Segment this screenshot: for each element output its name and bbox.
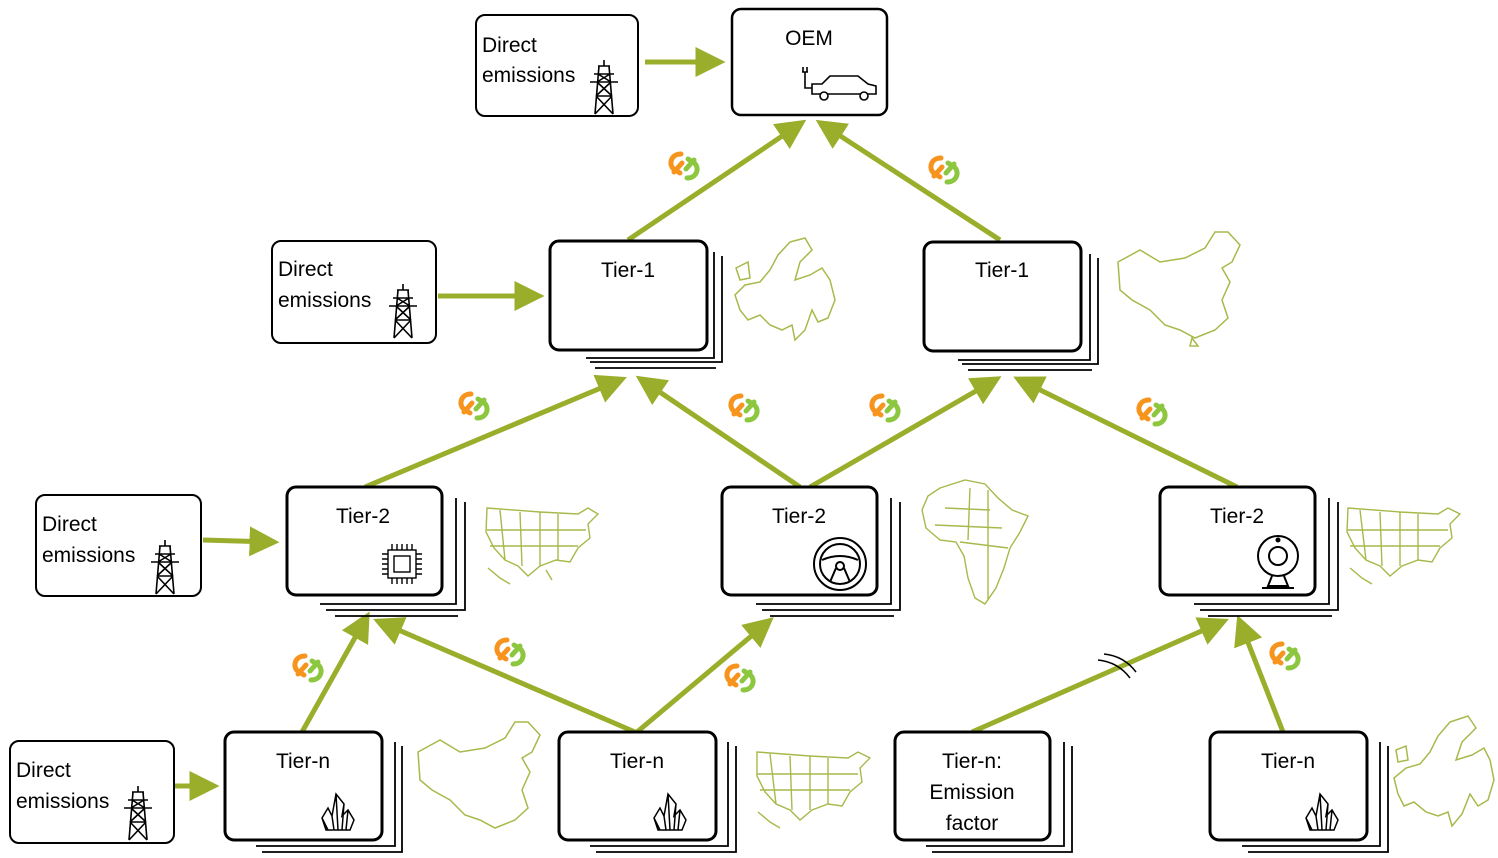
- arrow-tiern-us-to-tier2-us: [373, 617, 636, 735]
- node-label: Tier-1: [601, 259, 655, 282]
- direct-emissions-line2: emissions: [42, 544, 135, 567]
- node-label: Tier-2: [772, 505, 826, 528]
- data-link-icon: [671, 154, 697, 178]
- arrow-tier2-af-to-tier1-cn: [808, 376, 1002, 490]
- data-link-icon: [931, 158, 957, 182]
- node-tiern-eu: Tier-n: [1208, 715, 1495, 853]
- arrow-tier2-af-to-tier1-eu: [635, 375, 802, 490]
- node-tiern-us: Tier-n: [557, 730, 872, 853]
- electric-car-icon: [802, 67, 877, 101]
- node-label: Tier-n: [1261, 750, 1315, 773]
- node-tier1-eu: Tier-1: [548, 237, 836, 369]
- node-tiern-cn: Tier-n: [223, 721, 541, 853]
- node-tier2-us-a: Tier-2: [285, 485, 600, 617]
- steering-wheel-icon: [813, 537, 867, 591]
- break-mark: [1097, 653, 1137, 679]
- direct-emissions-oem: Direct emissions: [475, 14, 639, 117]
- direct-emissions-line1: Direct: [16, 759, 71, 782]
- node-label: Tier-1: [975, 259, 1029, 282]
- arrow-tier2-us-to-tier1-eu: [364, 374, 627, 490]
- data-link-icon: [1139, 400, 1165, 424]
- data-link-icon: [727, 666, 753, 690]
- node-label-line1: Tier-n:: [942, 750, 1002, 773]
- data-link-icon: [461, 394, 487, 418]
- arrows: [175, 47, 1286, 801]
- data-link-icon: [872, 396, 898, 420]
- arrow-tier2-us-b-to-tier1-cn: [1013, 376, 1239, 490]
- node-label-line3: factor: [946, 812, 999, 835]
- arrow-tiern-cn-to-tier2-us: [299, 611, 370, 734]
- direct-emissions-line2: emissions: [482, 64, 575, 87]
- usa-map: [756, 751, 872, 829]
- data-link-icon: [497, 640, 523, 664]
- node-oem: OEM: [730, 7, 889, 117]
- direct-emissions-line1: Direct: [482, 34, 537, 57]
- chip-icon: [382, 544, 422, 584]
- africa-map: [921, 479, 1029, 605]
- arrow-tiern-us-to-tier2-af: [635, 617, 774, 734]
- direct-emissions-line1: Direct: [42, 513, 97, 536]
- china-map: [417, 721, 541, 829]
- node-label-line2: Emission: [929, 781, 1014, 804]
- direct-emissions-tiern: Direct emissions: [9, 740, 175, 844]
- arrow-tiern-ef-to-tier2-us-b: [970, 617, 1229, 735]
- data-link-icon: [731, 396, 757, 420]
- direct-emissions-tier2: Direct emissions: [35, 494, 202, 597]
- node-label: Tier-2: [336, 505, 390, 528]
- direct-emissions-line1: Direct: [278, 258, 333, 281]
- arrow-tier1-cn-to-oem: [815, 119, 1002, 243]
- direct-emissions-line2: emissions: [16, 790, 109, 813]
- data-link-icon: [1272, 644, 1298, 668]
- arrow-emissions-to-tier2-us: [202, 526, 280, 557]
- node-tier2-af: Tier-2: [720, 479, 1029, 617]
- arrow-tier1-eu-to-oem: [626, 119, 807, 243]
- usa-map: [1346, 507, 1462, 585]
- node-label: Tier-n: [276, 750, 330, 773]
- data-link-icon: [295, 656, 321, 680]
- usa-map: [485, 507, 600, 585]
- europe-map: [1393, 715, 1495, 828]
- node-label: Tier-n: [610, 750, 664, 773]
- china-map: [1117, 231, 1241, 347]
- europe-map: [734, 237, 836, 342]
- node-label: Tier-2: [1210, 505, 1264, 528]
- node-tiern-emission-factor: Tier-n: Emission factor: [893, 730, 1073, 853]
- direct-emissions-line2: emissions: [278, 289, 371, 312]
- node-tier1-cn: Tier-1: [922, 231, 1241, 371]
- node-tier2-us-b: Tier-2: [1158, 485, 1462, 617]
- direct-emissions-tier1: Direct emissions: [271, 240, 437, 344]
- node-label: OEM: [785, 27, 833, 50]
- webcam-icon: [1257, 535, 1299, 589]
- arrow-tiern-eu-to-tier2-us-b: [1234, 615, 1286, 733]
